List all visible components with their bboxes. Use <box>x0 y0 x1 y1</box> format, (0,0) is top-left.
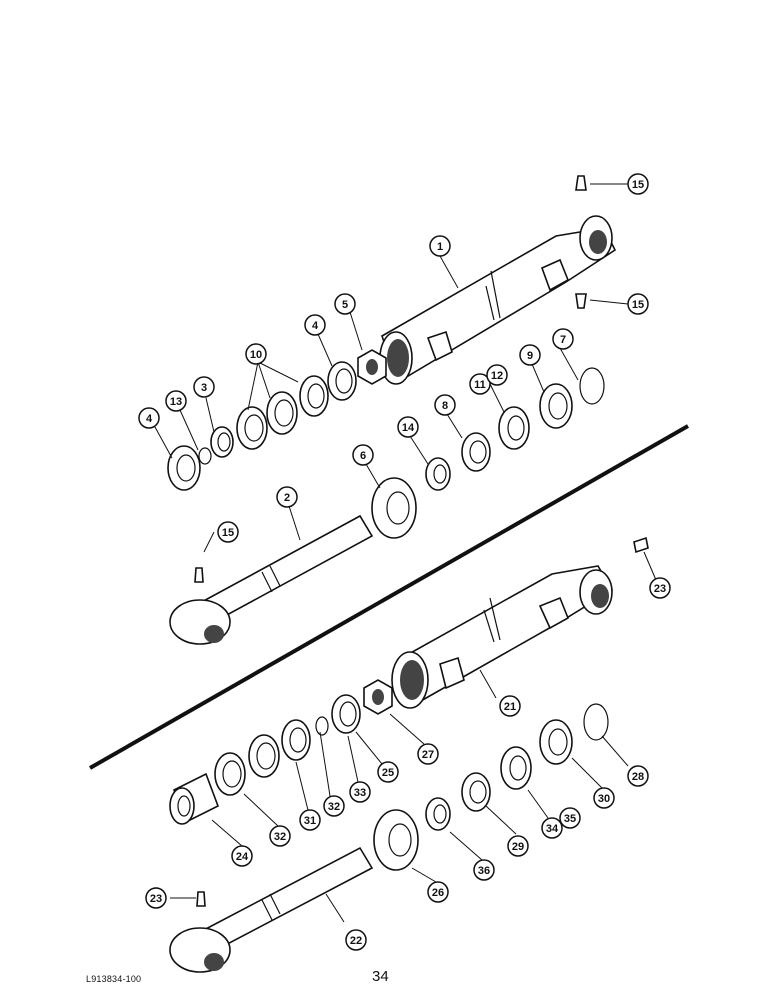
upper-piston-rings <box>425 367 605 491</box>
svg-text:29: 29 <box>512 841 524 853</box>
section-divider <box>89 424 689 770</box>
svg-text:35: 35 <box>564 813 576 825</box>
callout-24: 24 <box>231 845 253 867</box>
svg-text:4: 4 <box>312 320 319 332</box>
svg-text:28: 28 <box>632 771 644 783</box>
callout-15-top: 15 <box>627 173 649 195</box>
lower-piston-rings <box>425 703 609 831</box>
svg-text:12: 12 <box>491 370 503 382</box>
svg-text:32: 32 <box>274 831 286 843</box>
callout-31: 31 <box>299 809 321 831</box>
callout-26: 26 <box>427 881 449 903</box>
callout-8: 8 <box>434 394 456 416</box>
svg-text:24: 24 <box>236 851 249 863</box>
upper-rod <box>169 514 374 645</box>
svg-text:9: 9 <box>527 350 533 362</box>
callout-9: 9 <box>519 344 541 366</box>
callout-2: 2 <box>276 486 298 508</box>
svg-text:6: 6 <box>360 450 366 462</box>
callout-10: 10 <box>245 343 267 365</box>
callout-29: 29 <box>507 835 529 857</box>
lower-piston <box>373 809 419 871</box>
leader-lines <box>154 183 657 923</box>
lower-barrel <box>391 565 614 709</box>
callout-3: 3 <box>193 376 215 398</box>
upper-cylinder-assembly <box>167 175 617 645</box>
upper-seal-rings <box>167 361 357 491</box>
svg-text:30: 30 <box>598 793 610 805</box>
callout-6: 6 <box>352 444 374 466</box>
callout-34: 34 <box>541 817 563 839</box>
callout-25: 25 <box>377 761 399 783</box>
lower-seal-rings <box>169 694 361 825</box>
svg-text:21: 21 <box>504 701 516 713</box>
svg-text:27: 27 <box>422 749 434 761</box>
svg-text:33: 33 <box>354 787 366 799</box>
callout-11: 11 <box>469 373 491 395</box>
callout-1: 1 <box>429 235 451 257</box>
svg-text:36: 36 <box>478 865 490 877</box>
svg-text:32: 32 <box>328 801 340 813</box>
svg-text:2: 2 <box>284 492 290 504</box>
callout-14: 14 <box>397 416 419 438</box>
callout-21: 21 <box>499 695 521 717</box>
svg-text:1: 1 <box>437 241 443 253</box>
callout-7: 7 <box>552 328 574 350</box>
svg-text:8: 8 <box>442 400 448 412</box>
upper-grease-fitting-top <box>575 175 587 191</box>
svg-text:23: 23 <box>654 583 666 595</box>
callout-35: 35 <box>559 807 581 829</box>
svg-text:14: 14 <box>402 422 415 434</box>
callout-23-lower: 23 <box>145 887 167 909</box>
callout-22: 22 <box>345 929 367 951</box>
callout-4-right: 4 <box>304 314 326 336</box>
svg-text:11: 11 <box>474 379 486 391</box>
svg-text:15: 15 <box>222 527 234 539</box>
callout-23-upper: 23 <box>649 577 671 599</box>
page-number: 34 <box>372 968 389 985</box>
callout-27: 27 <box>417 743 439 765</box>
svg-text:13: 13 <box>170 396 182 408</box>
svg-text:10: 10 <box>250 349 262 361</box>
svg-text:22: 22 <box>350 935 362 947</box>
lower-nut <box>363 679 393 715</box>
lower-rod <box>169 846 374 973</box>
upper-piston <box>371 477 417 539</box>
svg-text:34: 34 <box>546 823 559 835</box>
callout-32-left: 32 <box>269 825 291 847</box>
callout-28: 28 <box>627 765 649 787</box>
drawing-code: L913834-100 <box>86 974 142 984</box>
callout-32-right: 32 <box>323 795 345 817</box>
lower-cylinder-assembly <box>169 536 649 973</box>
svg-text:15: 15 <box>632 299 644 311</box>
callout-33: 33 <box>349 781 371 803</box>
callout-15-rod: 15 <box>217 521 239 543</box>
callout-13: 13 <box>165 390 187 412</box>
callout-5: 5 <box>334 293 356 315</box>
svg-text:5: 5 <box>342 299 348 311</box>
callout-12: 12 <box>486 364 508 386</box>
svg-text:4: 4 <box>146 413 153 425</box>
svg-text:23: 23 <box>150 893 162 905</box>
upper-grease-fitting-bottom <box>575 293 587 309</box>
upper-nut <box>357 349 387 385</box>
lower-grease-fitting <box>633 536 649 554</box>
svg-text:15: 15 <box>632 179 644 191</box>
callout-4-left: 4 <box>138 407 160 429</box>
callout-15-middle: 15 <box>627 293 649 315</box>
svg-text:26: 26 <box>432 887 444 899</box>
svg-text:25: 25 <box>382 767 394 779</box>
svg-text:3: 3 <box>201 382 207 394</box>
callout-30: 30 <box>593 787 615 809</box>
callouts: 1 2 3 4 4 5 6 7 8 9 10 11 12 13 14 15 15… <box>138 173 671 951</box>
svg-text:7: 7 <box>560 334 566 346</box>
callout-36: 36 <box>473 859 495 881</box>
upper-barrel <box>379 215 617 385</box>
svg-text:31: 31 <box>304 815 316 827</box>
